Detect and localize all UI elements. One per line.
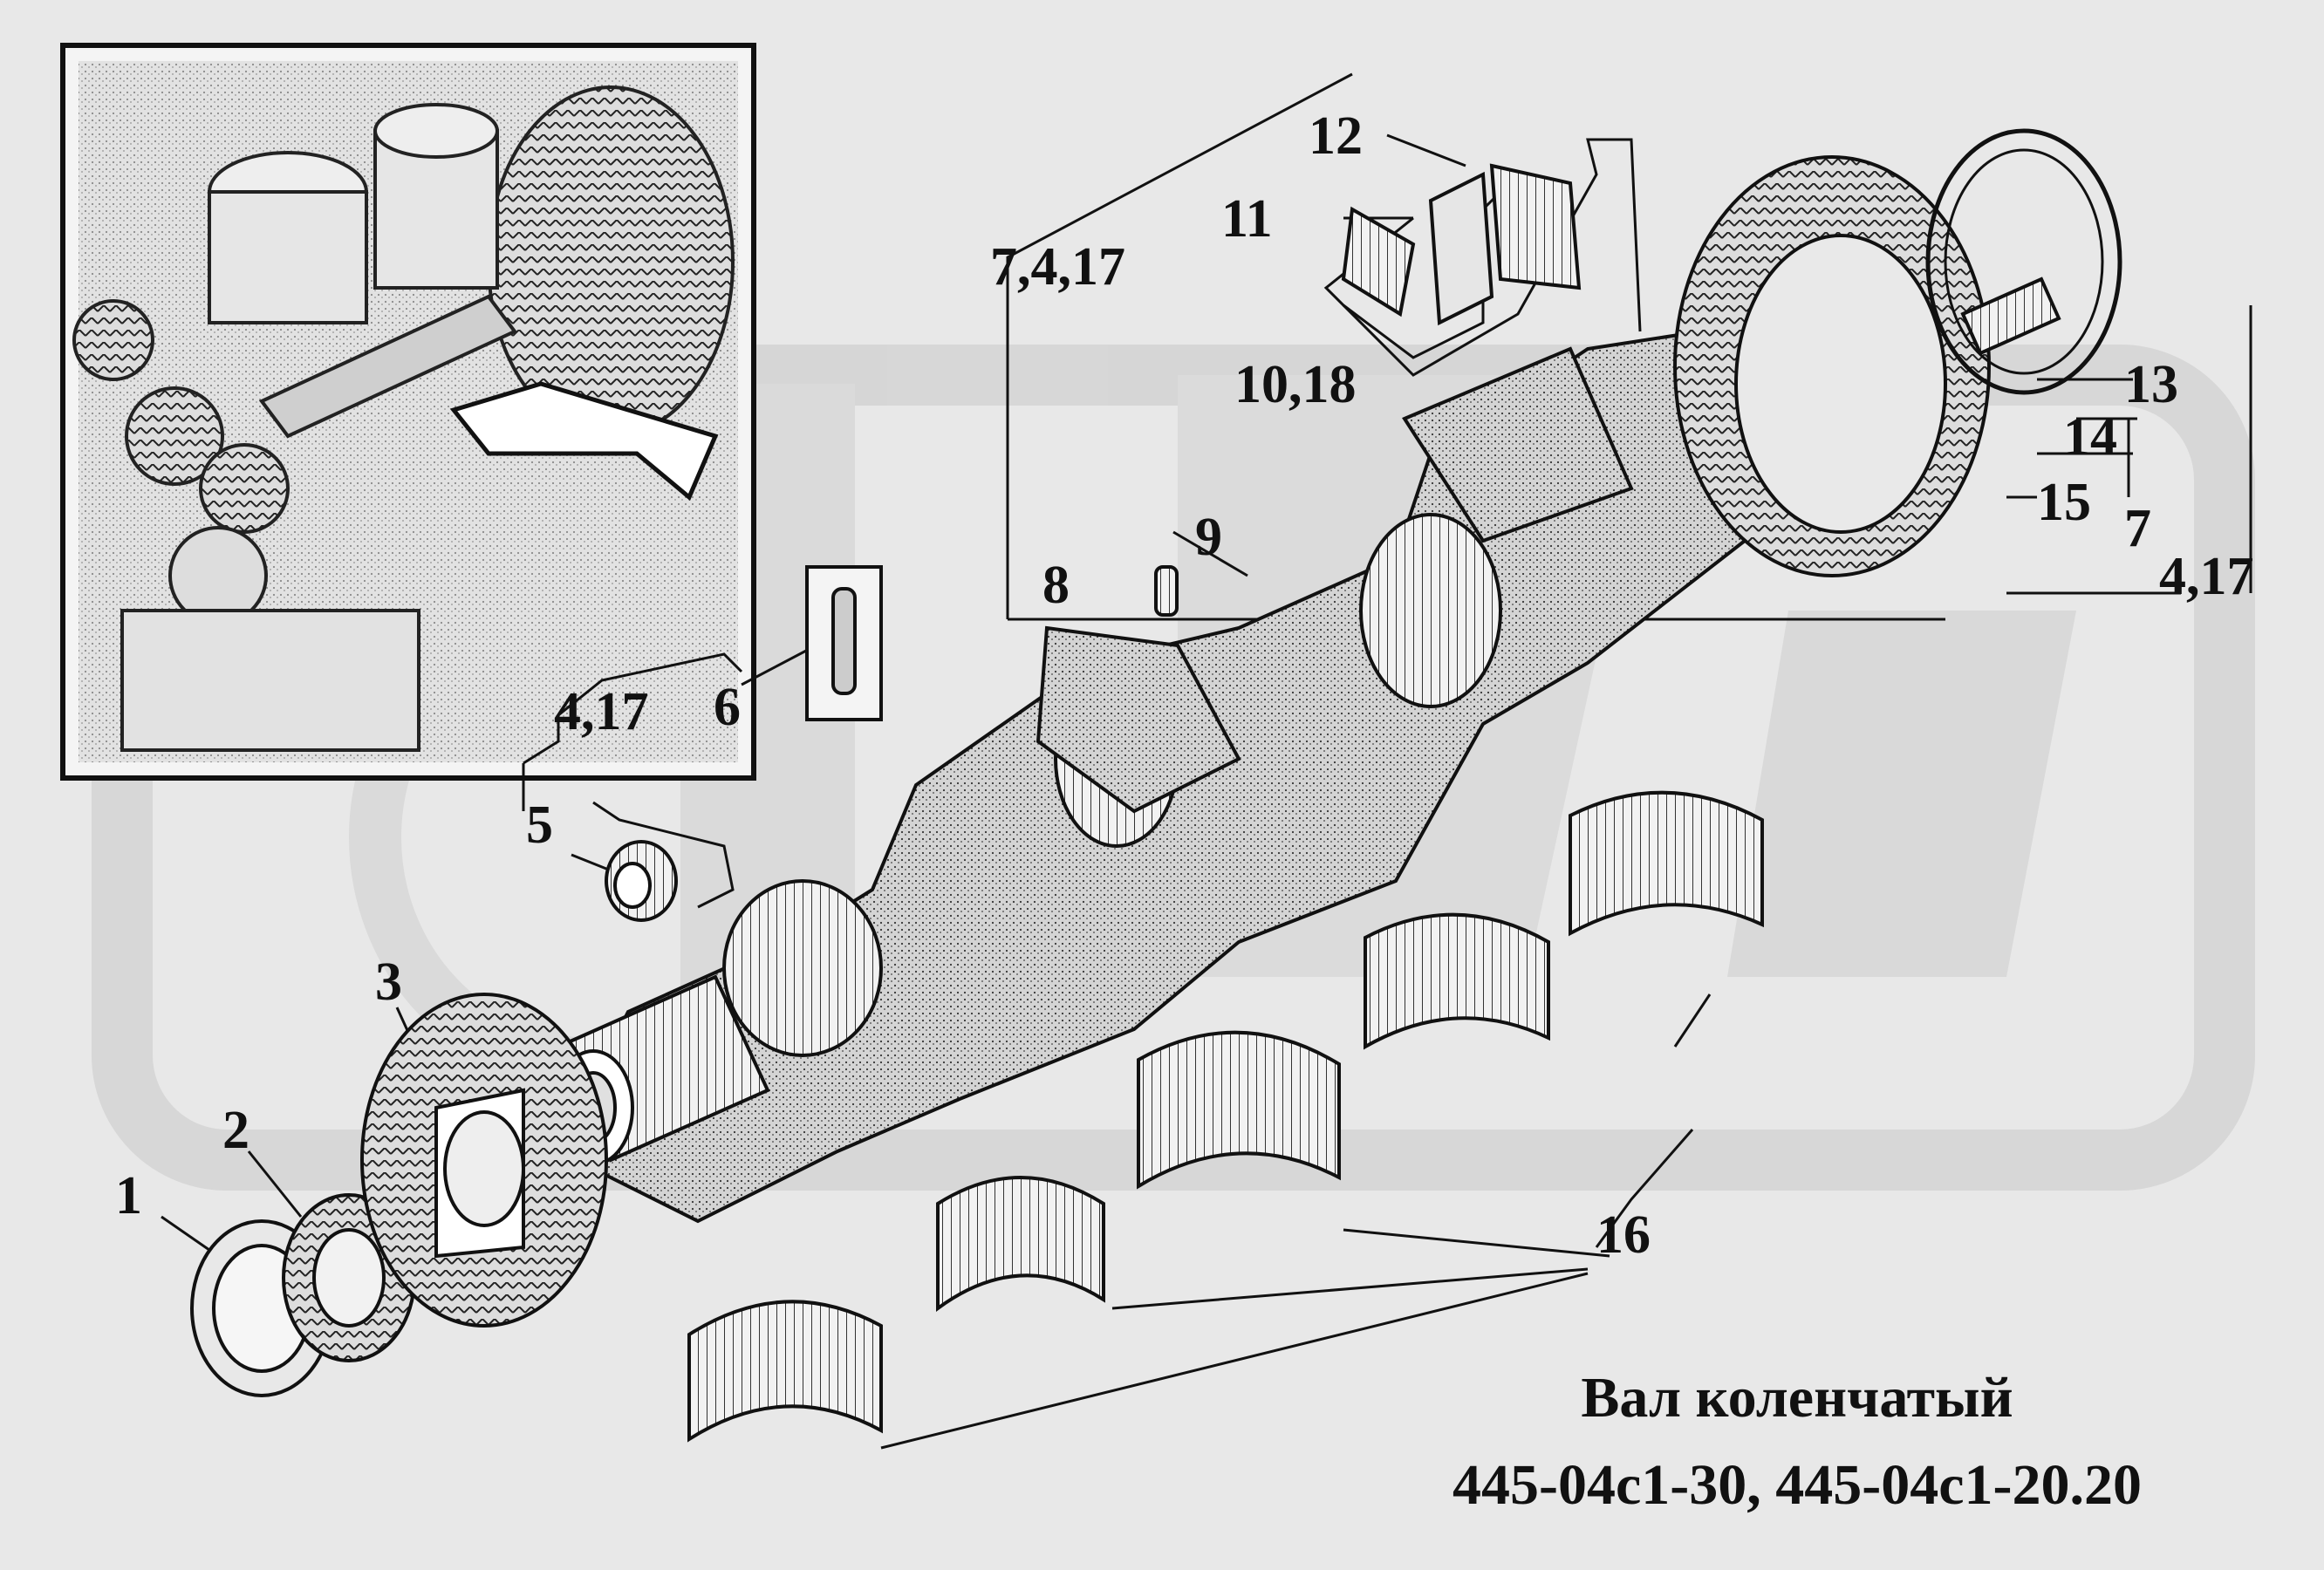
callout-2: 2: [222, 1101, 249, 1160]
diagram-subtitle-part-numbers: 445-04с1-30, 445-04с1-20.20: [1452, 1453, 2142, 1517]
callout-1: 1: [115, 1166, 142, 1225]
callout-15: 15: [2037, 473, 2091, 532]
callout-13: 13: [2124, 355, 2178, 414]
callout-10-18: 10,18: [1234, 355, 1357, 414]
callout-5: 5: [526, 795, 553, 855]
crankshaft: [556, 304, 1860, 1224]
callout-9: 9: [1195, 508, 1222, 567]
part-9-pin: [1154, 565, 1179, 617]
part-16-bearing-shells: [687, 790, 1764, 1443]
callout-16: 16: [1596, 1205, 1651, 1265]
callout-11: 11: [1221, 189, 1273, 249]
callout-7-4-17: 7,4,17: [990, 237, 1125, 297]
callout-8: 8: [1042, 556, 1070, 615]
callout-14: 14: [2063, 407, 2117, 467]
part-15-ring-gear: [1673, 155, 1991, 577]
callout-4-17-right: 4,17: [2159, 547, 2254, 606]
engine-inset: [60, 43, 756, 781]
callout-12: 12: [1309, 106, 1363, 166]
callout-6: 6: [714, 678, 741, 737]
callout-3: 3: [375, 952, 402, 1012]
diagram-title: Вал коленчатый: [1581, 1366, 2013, 1430]
part-14-pin: [1960, 276, 2061, 356]
part-13-ring: [1925, 128, 2122, 395]
callout-4-17-left: 4,17: [554, 682, 649, 741]
part-5-bushing: [605, 840, 678, 922]
part-3-gear: [360, 993, 608, 1328]
parts-10-12-bolt-plate: [1341, 163, 1582, 326]
part-6-key: [805, 565, 883, 721]
callout-7: 7: [2124, 499, 2151, 558]
